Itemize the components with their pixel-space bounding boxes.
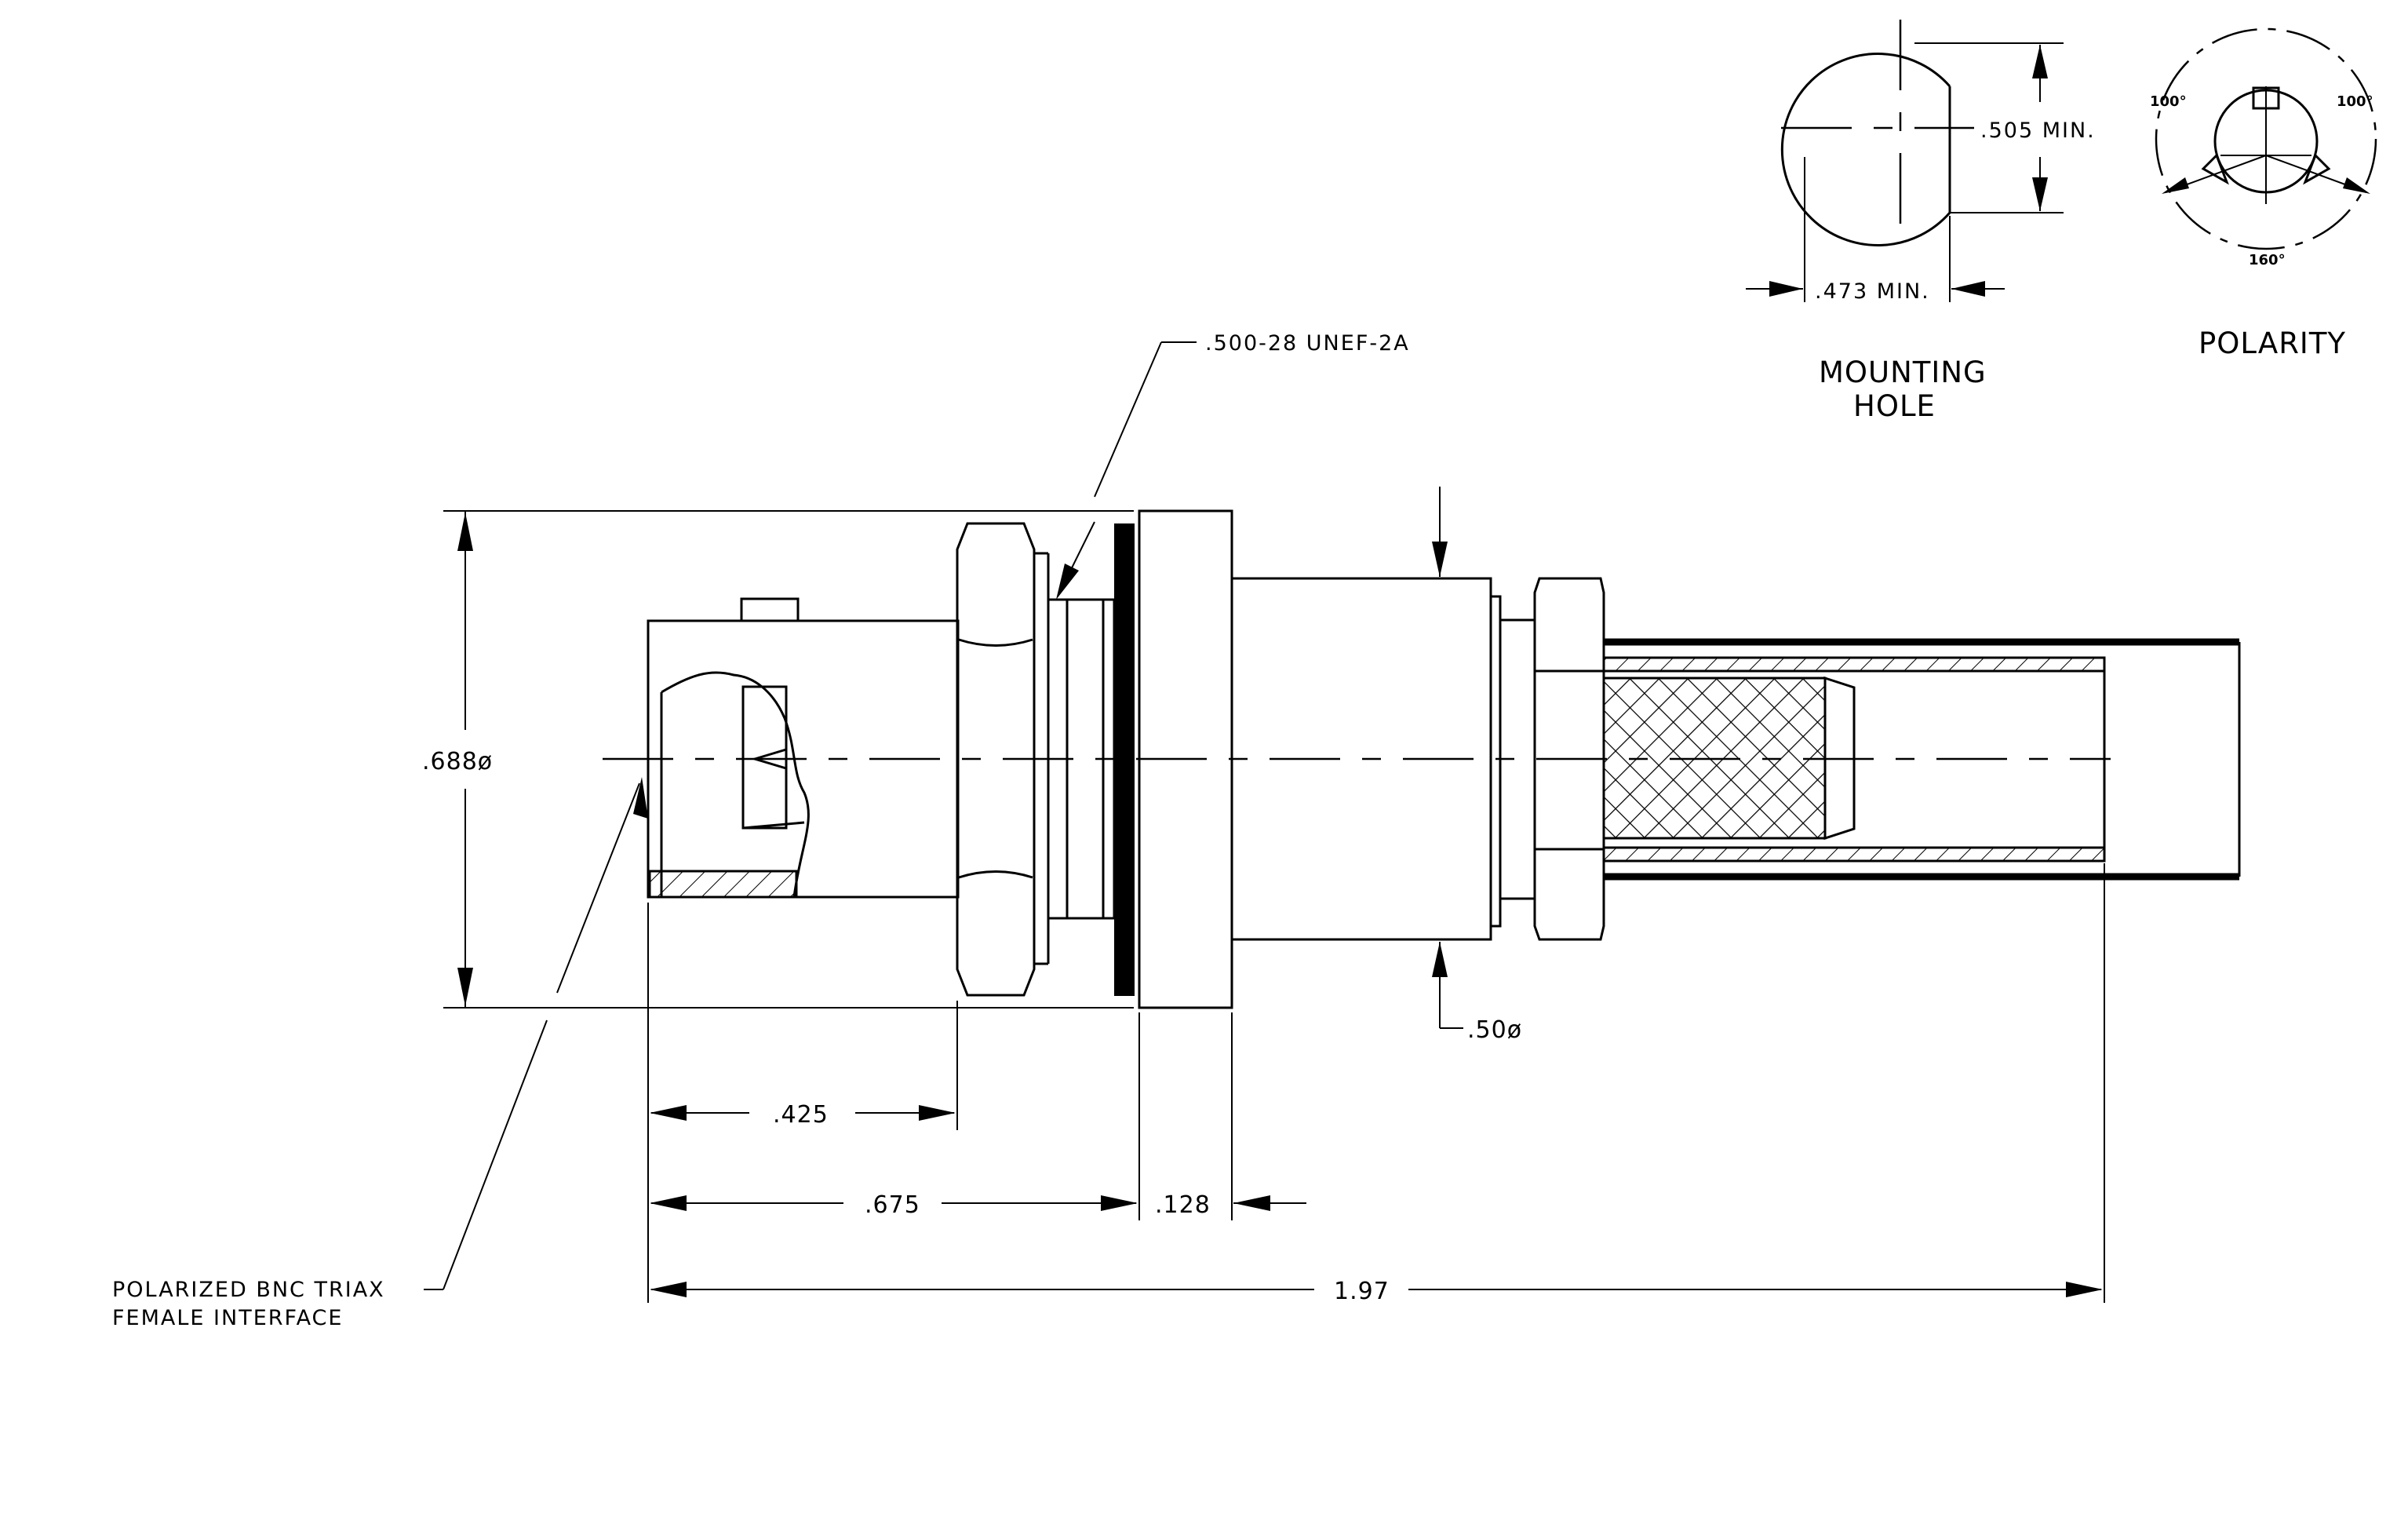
dim-197-label: 1.97 xyxy=(1334,1278,1390,1305)
threaded-section xyxy=(1047,523,1135,996)
polarity-angle-left: 100° xyxy=(2150,93,2187,110)
polarity-angle-right: 100° xyxy=(2337,93,2373,110)
dim-128-label: .128 xyxy=(1155,1191,1211,1219)
thread-label: .500-28 UNEF-2A xyxy=(1205,331,1410,356)
mounting-width-label: .473 MIN. xyxy=(1815,279,1930,304)
cable xyxy=(1602,638,2241,881)
braid-crosshatch xyxy=(1602,677,1827,840)
polarity-title: POLARITY xyxy=(2199,326,2346,360)
dimensions: .688ø .50ø .500-28 UNEF-2A .425 .675 xyxy=(112,331,2105,1330)
bnc-front-body xyxy=(647,597,960,899)
mounting-hole-detail: .505 MIN. .473 MIN. MOUNTING HOLE xyxy=(1746,20,2096,423)
dim-425-label: .425 xyxy=(773,1101,829,1129)
connector-side-view xyxy=(603,509,2241,1009)
interface-label-line1: POLARIZED BNC TRIAX xyxy=(112,1278,385,1302)
mounting-height-label: .505 MIN. xyxy=(1980,119,2096,143)
polarity-outer-circle xyxy=(2155,27,2377,250)
cable-hatch-top xyxy=(1602,656,2106,673)
polarizing-key xyxy=(740,597,800,622)
body-diameter-label: .50ø xyxy=(1467,1016,1522,1044)
mounting-hole-shape xyxy=(1780,53,1951,246)
hatched-insulator xyxy=(648,870,798,899)
overall-diameter-label: .688ø xyxy=(422,748,493,775)
cable-hatch-bottom xyxy=(1602,846,2106,863)
polarity-angle-bottom: 160° xyxy=(2249,252,2286,268)
gasket xyxy=(1114,523,1135,996)
mounting-title-line1: MOUNTING xyxy=(1819,356,1987,389)
polarity-detail: 100° 100° 160° POLARITY xyxy=(2150,27,2377,360)
mounting-title-line2: HOLE xyxy=(1853,389,1936,423)
interface-label-line2: FEMALE INTERFACE xyxy=(112,1306,343,1330)
dim-675-label: .675 xyxy=(865,1191,920,1219)
rear-hex-nut xyxy=(1533,577,1605,941)
